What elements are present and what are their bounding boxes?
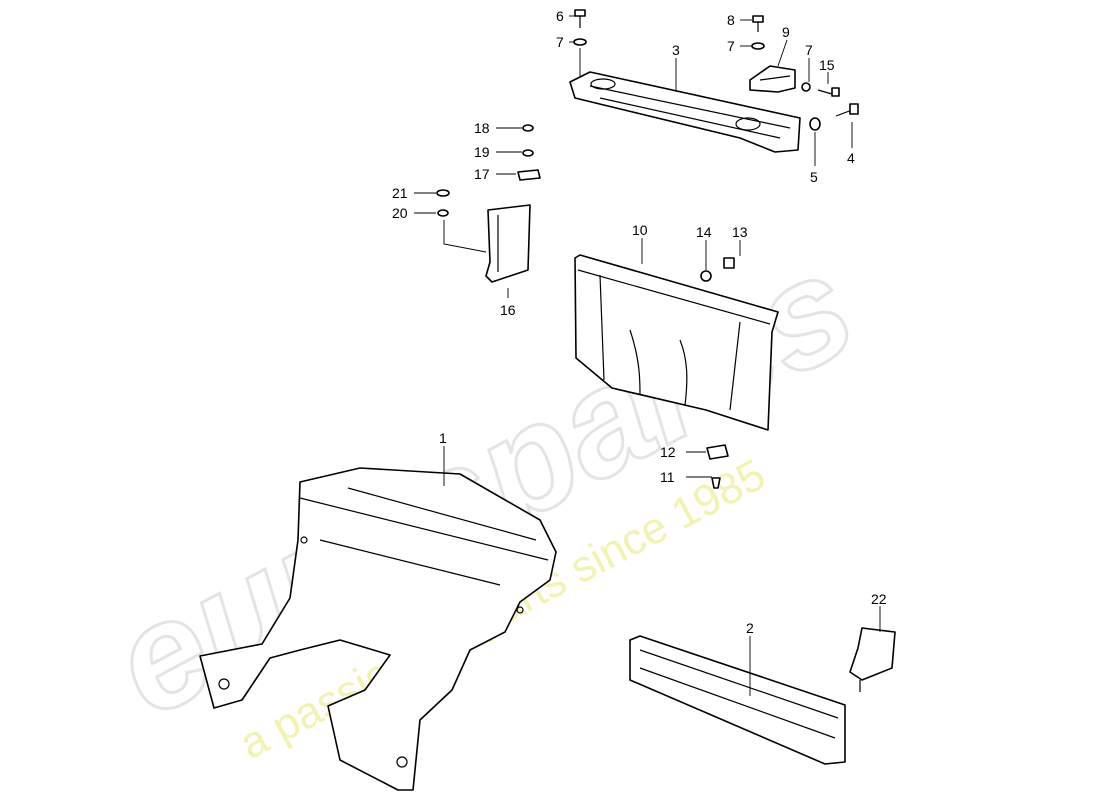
fasteners-upper (573, 9, 859, 131)
callout-5: 5 (810, 169, 818, 185)
callout-2: 2 (746, 620, 754, 636)
callout-8: 8 (727, 12, 735, 28)
callout-17: 17 (474, 166, 490, 182)
callout-7: 7 (727, 38, 735, 54)
part-3-cross-member (569, 71, 801, 153)
callout-12: 12 (660, 444, 676, 460)
callout-16: 16 (500, 302, 516, 318)
callout-22: 22 (871, 591, 887, 607)
callout-4: 4 (847, 150, 855, 166)
callout-13: 13 (732, 224, 748, 240)
callout-6: 6 (556, 8, 564, 24)
part-9-bracket (749, 65, 796, 93)
callout-19: 19 (474, 144, 490, 160)
callout-11: 11 (660, 469, 675, 485)
part-1-air-duct (199, 467, 557, 791)
part-11-12-fasteners (706, 444, 729, 489)
callout-7: 7 (556, 34, 564, 50)
callout-21: 21 (392, 185, 408, 201)
callout-20: 20 (392, 205, 408, 221)
callout-3: 3 (672, 42, 680, 58)
callout-18: 18 (474, 120, 490, 136)
leader-lines (414, 15, 881, 696)
part-16-bracket (436, 124, 541, 283)
part-2-cross-member (629, 635, 846, 765)
callout-1: 1 (439, 430, 447, 446)
callout-15: 15 (819, 57, 835, 73)
callout-7: 7 (805, 42, 813, 58)
callout-10: 10 (632, 222, 648, 238)
part-22-bracket (849, 627, 896, 692)
callout-labels: 6 7 3 8 7 9 7 15 4 5 18 19 17 21 20 16 1… (392, 8, 887, 636)
part-10-shield (574, 254, 779, 431)
callout-14: 14 (696, 224, 712, 240)
callout-9: 9 (782, 24, 790, 40)
